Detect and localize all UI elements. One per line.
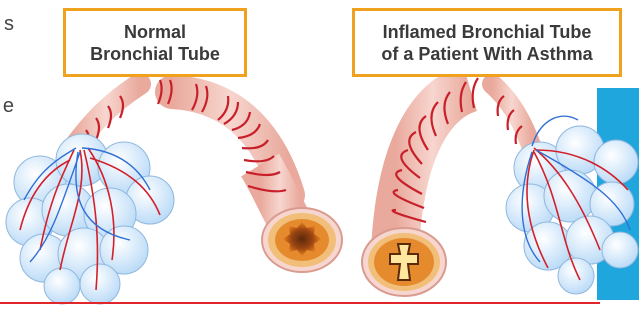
red-divider-line [0, 302, 600, 304]
normal-label-line1: Normal [66, 21, 244, 43]
normal-label-line2: Bronchial Tube [66, 43, 244, 65]
normal-bronchial-tube-label: Normal Bronchial Tube [63, 8, 247, 77]
inflamed-bronchial-tube [362, 78, 532, 296]
inflamed-label-line1: Inflamed Bronchial Tube [355, 21, 619, 43]
normal-alveoli-cluster [6, 134, 174, 304]
inflamed-label-line2: of a Patient With Asthma [355, 43, 619, 65]
inflamed-bronchial-tube-label: Inflamed Bronchial Tube of a Patient Wit… [352, 8, 622, 77]
